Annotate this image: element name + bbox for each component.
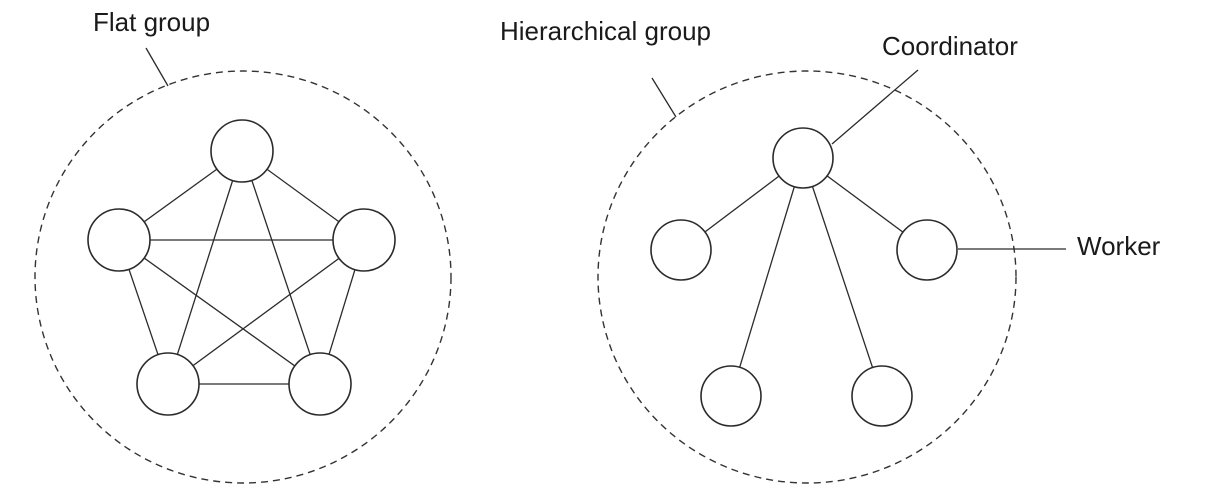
coordinator-leader-line — [831, 69, 919, 145]
coordinator-label: Coordinator — [882, 31, 1018, 61]
hierarchical-group: Hierarchical group Coordinator Worker — [500, 16, 1161, 484]
hier-edge-coordinator-w4 — [802, 157, 883, 397]
flat-node-n5 — [288, 352, 352, 416]
flat-group-nodes — [87, 119, 396, 416]
hierarchical-group-boundary — [597, 70, 1017, 484]
flat-group: Flat group — [34, 7, 452, 484]
worker-node-w1 — [650, 219, 712, 281]
flat-edge-n1-n5 — [241, 150, 321, 385]
worker-node-w2 — [896, 219, 958, 281]
flat-group-leader-line — [145, 47, 169, 87]
hier-edge-coordinator-w3 — [730, 157, 804, 397]
hierarchical-group-label: Hierarchical group — [500, 16, 711, 46]
worker-node-w3 — [700, 365, 762, 427]
flat-node-n1 — [210, 119, 274, 183]
flat-group-label: Flat group — [93, 7, 210, 37]
flat-edge-n1-n4 — [167, 150, 243, 385]
coordinator-node — [772, 127, 834, 189]
flat-group-boundary — [34, 70, 452, 484]
flat-edge-n3-n4 — [167, 239, 365, 385]
hierarchical-group-edges — [680, 157, 928, 397]
flat-node-n4 — [136, 352, 200, 416]
flat-node-n2 — [87, 208, 151, 272]
worker-label: Worker — [1077, 231, 1161, 261]
flat-node-n3 — [332, 208, 396, 272]
flat-group-edges — [118, 150, 365, 385]
worker-node-w4 — [851, 365, 913, 427]
hierarchical-group-nodes — [650, 127, 958, 427]
flat-edge-n2-n5 — [118, 239, 321, 385]
hierarchical-group-leader-line — [651, 77, 677, 118]
